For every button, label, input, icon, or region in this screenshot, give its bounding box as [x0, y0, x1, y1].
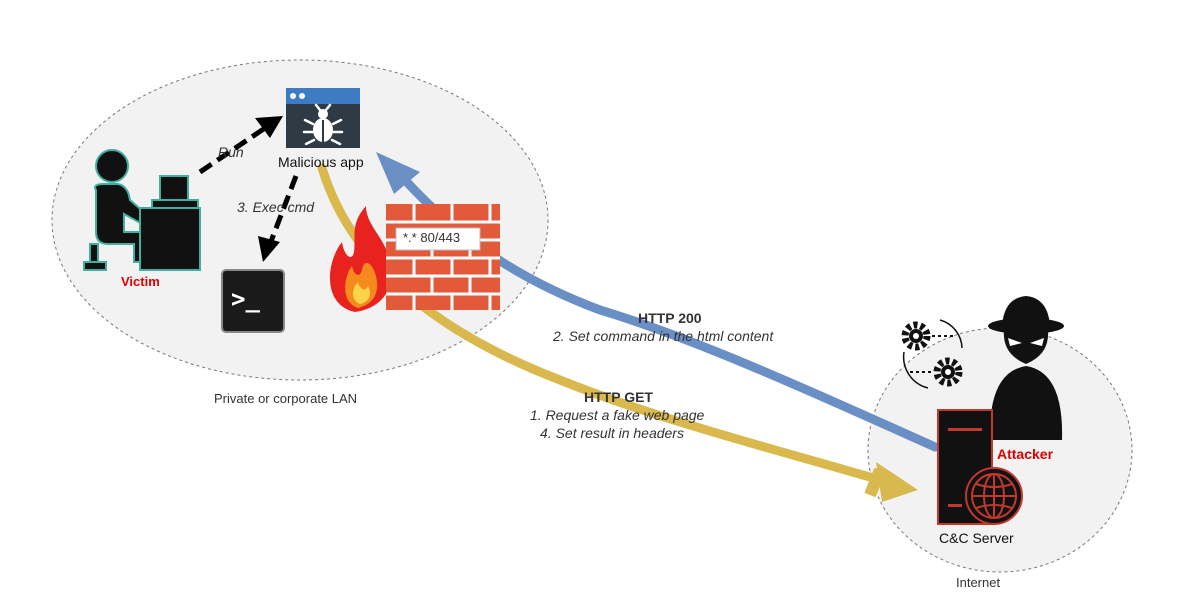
http-200-title: HTTP 200	[638, 310, 702, 326]
app-label: Malicious app	[278, 154, 364, 170]
victim-label: Victim	[121, 274, 160, 289]
run-arrow	[198, 116, 283, 175]
lan-label: Private or corporate LAN	[214, 391, 358, 406]
firewall-rule: *.* 80/443	[403, 230, 461, 245]
globe-icon	[965, 467, 1023, 525]
attacker-label: Attacker	[997, 446, 1054, 462]
brick-wall-icon	[386, 204, 500, 310]
server-label: C&C Server	[939, 530, 1014, 546]
bug-icon	[286, 88, 360, 148]
http-get-title: HTTP GET	[584, 389, 653, 405]
victim-icon	[83, 149, 201, 271]
exec-arrow	[258, 175, 299, 262]
exec-label: 3. Exec cmd	[237, 199, 315, 215]
internet-label: Internet	[956, 575, 1001, 590]
run-label: Run	[218, 144, 244, 160]
http-get-desc-2: 4. Set result in headers	[540, 425, 684, 441]
http-200-desc: 2. Set command in the html content	[553, 328, 774, 344]
hacker-icon	[988, 296, 1064, 440]
fire-icon	[329, 206, 392, 312]
terminal-icon	[221, 269, 285, 333]
terminal-prompt: >_	[231, 285, 260, 313]
gear-icon	[901, 319, 963, 389]
internet-zone	[867, 327, 1133, 573]
http-get-desc-1: 1. Request a fake web page	[530, 407, 705, 423]
